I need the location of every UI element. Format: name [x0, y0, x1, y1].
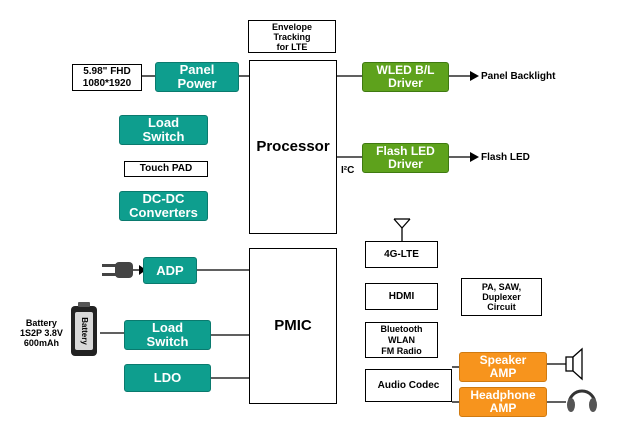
- power-plug-icon: [102, 262, 133, 278]
- load-switch-bottom-box: Load Switch: [124, 320, 211, 350]
- touch-pad-box: Touch PAD: [124, 161, 208, 177]
- speaker-icon: [565, 347, 583, 381]
- panel-backlight-label: Panel Backlight: [481, 71, 556, 82]
- battery-icon-text: Battery: [80, 317, 89, 345]
- hdmi-box: HDMI: [365, 283, 438, 310]
- bluetooth-wlan-box: Bluetooth WLAN FM Radio: [365, 322, 438, 358]
- envelope-tracking-box: Envelope Tracking for LTE: [248, 20, 336, 53]
- audio-codec-box: Audio Codec: [365, 369, 452, 402]
- flash-led-driver-box: Flash LED Driver: [362, 143, 449, 173]
- flash-led-label: Flash LED: [481, 152, 530, 163]
- headphone-icon: [567, 389, 597, 412]
- battery-label: Battery 1S2P 3.8V 600mAh: [20, 318, 63, 348]
- arrowhead-adp: [139, 265, 146, 275]
- display-spec-box: 5.98" FHD 1080*1920: [72, 64, 142, 91]
- dcdc-converters-box: DC-DC Converters: [119, 191, 208, 221]
- battery-icon: Battery: [71, 302, 97, 356]
- panel-power-box: Panel Power: [155, 62, 239, 92]
- arrowhead-panel-backlight: [470, 71, 479, 81]
- wled-driver-box: WLED B/L Driver: [362, 62, 449, 92]
- speaker-amp-box: Speaker AMP: [459, 352, 547, 382]
- adp-box: ADP: [143, 257, 197, 284]
- load-switch-top-box: Load Switch: [119, 115, 208, 145]
- arrowhead-flash-led: [470, 152, 479, 162]
- pa-saw-duplexer-box: PA, SAW, Duplexer Circuit: [461, 278, 542, 316]
- pmic-box: PMIC: [249, 248, 337, 404]
- headphone-amp-box: Headphone AMP: [459, 387, 547, 417]
- i2c-label: I²C: [341, 165, 355, 176]
- lte-box: 4G-LTE: [365, 241, 438, 268]
- ldo-box: LDO: [124, 364, 211, 392]
- antenna-icon: [393, 218, 411, 229]
- processor-box: Processor: [249, 60, 337, 234]
